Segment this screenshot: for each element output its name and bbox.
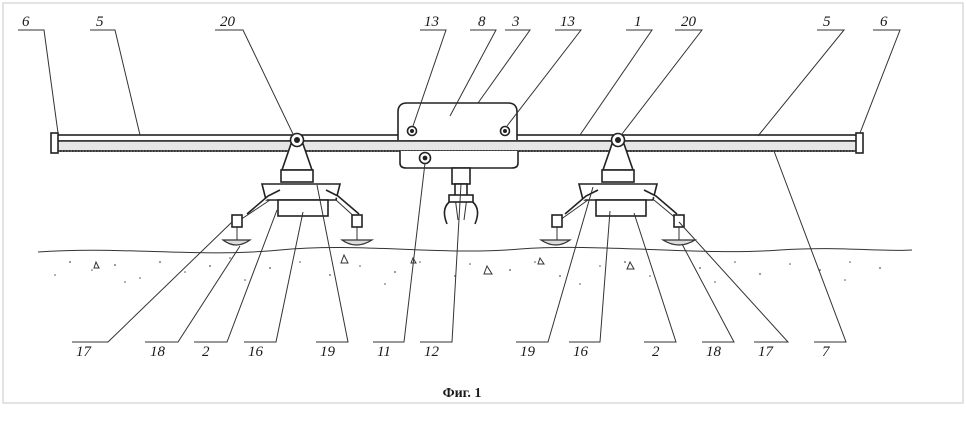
ground <box>38 247 912 284</box>
label-20-left: 20 <box>220 14 236 30</box>
left-support <box>223 141 372 245</box>
rail-end-stop-left <box>51 133 58 153</box>
label-2-left: 2 <box>202 344 210 360</box>
label-13-left: 13 <box>424 14 439 30</box>
label-16-right: 16 <box>573 344 589 360</box>
carriage <box>398 103 518 168</box>
rail-end-stop-right <box>856 133 863 153</box>
reference-labels-bottom: 17 18 2 16 19 11 12 19 16 2 18 17 7 <box>76 344 831 360</box>
right-pivot-roller <box>612 134 625 147</box>
label-18-left: 18 <box>150 344 166 360</box>
label-7: 7 <box>822 344 831 360</box>
label-2-right: 2 <box>652 344 660 360</box>
label-17-left: 17 <box>76 344 93 360</box>
label-20-right: 20 <box>681 14 697 30</box>
label-16-left: 16 <box>248 344 264 360</box>
label-19-left: 19 <box>320 344 336 360</box>
label-8: 8 <box>478 14 486 30</box>
label-1: 1 <box>634 14 642 30</box>
figure-frame <box>3 3 963 403</box>
figure-caption: Фиг. 1 <box>443 386 482 401</box>
label-3: 3 <box>511 14 520 30</box>
reference-labels-top: 6 5 20 13 8 3 13 1 20 5 6 <box>22 14 888 30</box>
label-5-right: 5 <box>823 14 831 30</box>
label-19-right: 19 <box>520 344 536 360</box>
label-11: 11 <box>377 344 391 360</box>
right-support <box>541 141 695 245</box>
label-6-right: 6 <box>880 14 888 30</box>
label-18-right: 18 <box>706 344 722 360</box>
label-5-left: 5 <box>96 14 104 30</box>
label-13-right: 13 <box>560 14 575 30</box>
label-17-right: 17 <box>758 344 775 360</box>
label-6-left: 6 <box>22 14 30 30</box>
gripper <box>444 168 477 224</box>
label-12: 12 <box>424 344 440 360</box>
left-pivot-roller <box>291 134 304 147</box>
